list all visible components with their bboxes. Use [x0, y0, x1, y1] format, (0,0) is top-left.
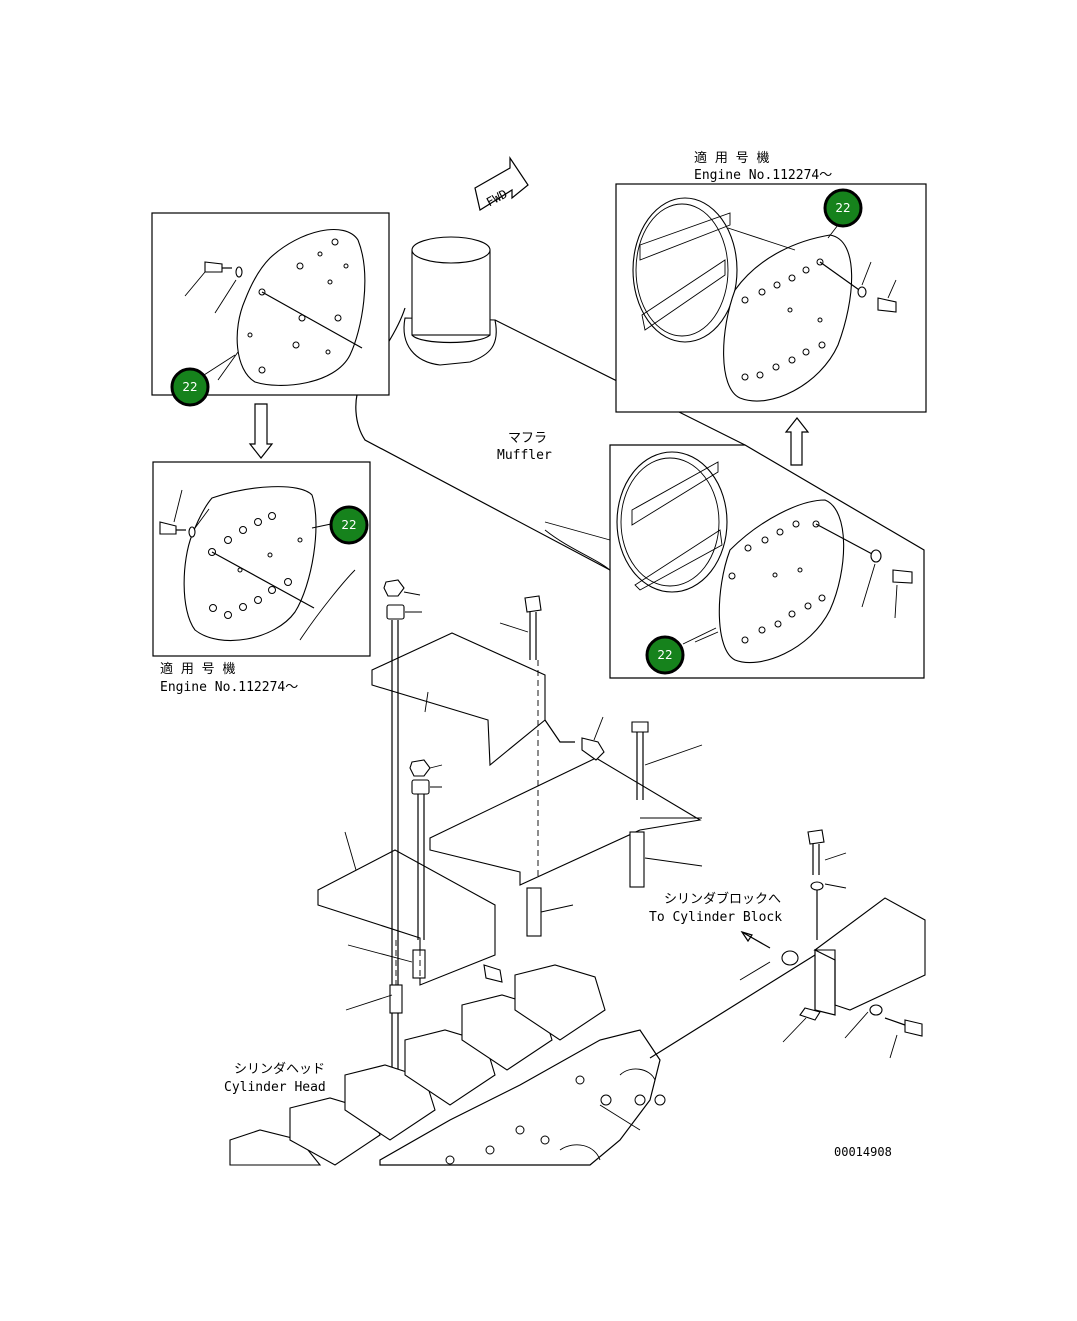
heat-shields: [317, 632, 702, 986]
cylinder-head: [229, 964, 666, 1166]
callout-22-top-right[interactable]: 22: [823, 188, 863, 239]
muffler-label-jp: マフラ: [508, 431, 547, 446]
cover-bolt-holes: [247, 238, 349, 374]
callout-22-bottom-left[interactable]: 22: [311, 505, 369, 545]
applicable-top-en: Engine No.112274～: [694, 168, 832, 183]
svg-text:22: 22: [657, 648, 672, 662]
cover-bolt-holes: [728, 520, 826, 644]
arrow-down-left: [248, 403, 274, 459]
cylinder-block-label-en: To Cylinder Block: [649, 910, 782, 925]
cylinder-head-label-jp: シリンダヘッド: [234, 1062, 325, 1077]
muffler-label-en: Muffler: [497, 448, 552, 463]
muffler: [355, 236, 746, 573]
inset-bottom-left: [152, 461, 371, 657]
callout-22-top-left[interactable]: 22: [170, 354, 236, 407]
applicable-top-jp: 適 用 号 機: [694, 150, 769, 166]
svg-text:FWD: FWD: [484, 187, 510, 210]
applicable-bottom-jp: 適 用 号 機: [160, 661, 235, 677]
applicable-bottom-en: Engine No.112274～: [160, 680, 298, 695]
inset-top-right: [615, 183, 927, 413]
arrow-up-right: [784, 417, 810, 466]
svg-text:22: 22: [835, 201, 850, 215]
cylinder-block-label-jp: シリンダブロックへ: [664, 891, 781, 907]
cylinder-head-label-en: Cylinder Head: [224, 1080, 326, 1095]
svg-text:22: 22: [341, 518, 356, 532]
callout-22-bottom-right[interactable]: 22: [645, 627, 717, 675]
fwd-arrow: FWD: [474, 156, 529, 211]
bracket: [649, 829, 926, 1059]
studs-and-spacers: [345, 579, 703, 1070]
labels: 適 用 号 機 Engine No.112274～ 適 用 号 機 Engine…: [160, 150, 892, 1159]
drawing-number: 00014908: [834, 1145, 892, 1159]
inset-top-left: [151, 212, 390, 396]
svg-text:22: 22: [182, 380, 197, 394]
cover-bolt-holes: [208, 512, 303, 619]
cover-bolt-holes: [741, 258, 826, 381]
inset-bottom-right: [609, 444, 925, 679]
